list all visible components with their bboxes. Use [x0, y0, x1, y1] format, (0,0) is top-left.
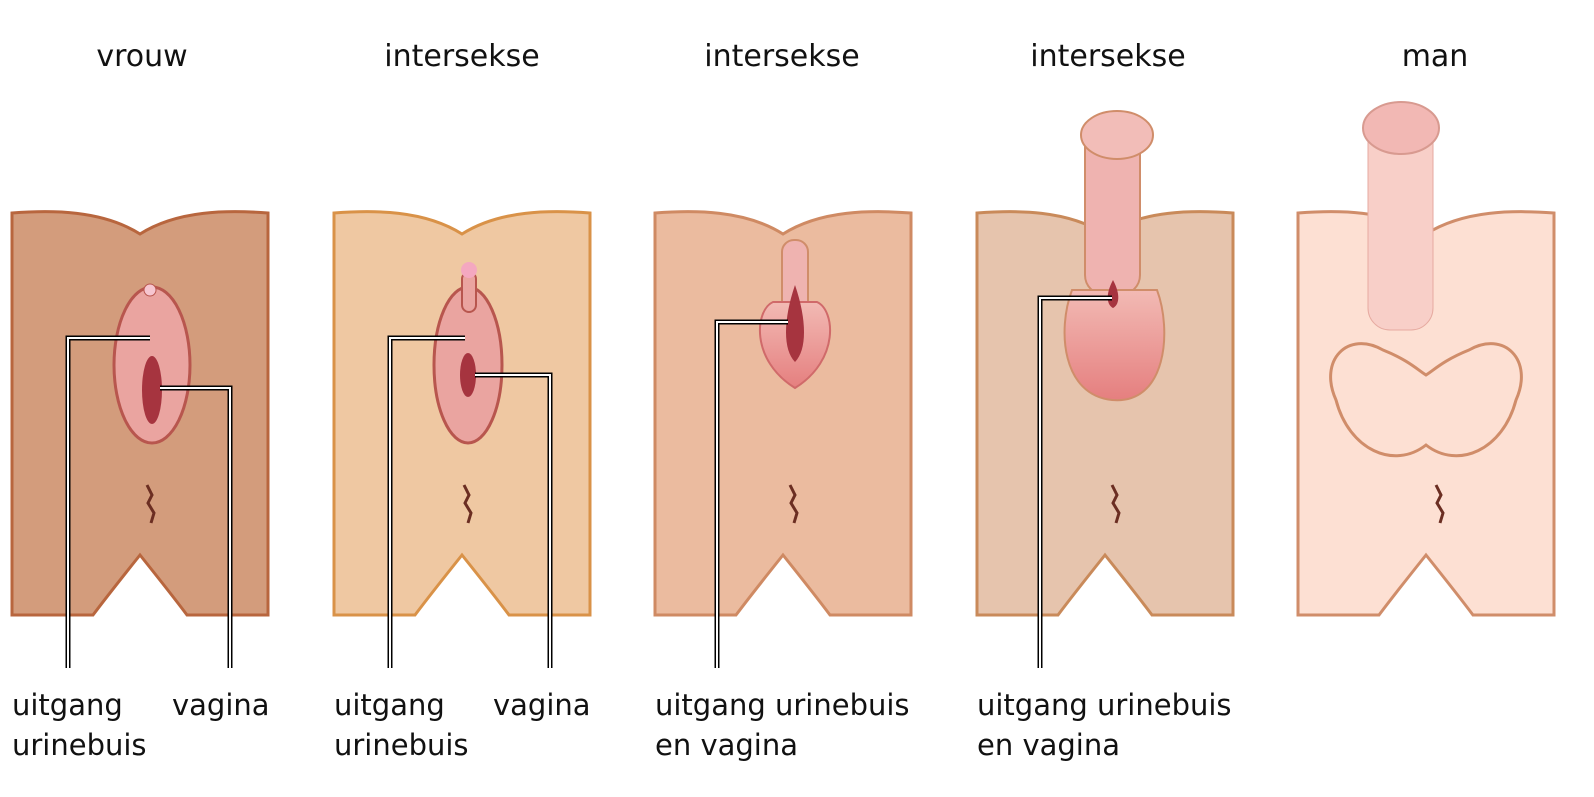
label-vagina: vagina — [493, 688, 591, 722]
urogenital-opening — [1107, 280, 1119, 308]
label-urinebuis: urinebuis — [12, 728, 147, 762]
label-urinebuis: urinebuis — [334, 728, 469, 762]
vagina-opening — [142, 356, 162, 424]
label-en-vagina: en vagina — [655, 728, 798, 762]
panel-vrouw — [10, 210, 270, 617]
scrotum — [1063, 289, 1166, 402]
panel-intersekse-1 — [332, 210, 592, 617]
title-intersekse-3: intersekse — [1030, 39, 1185, 74]
label-uitgang-urinebuis: uitgang urinebuis — [655, 688, 910, 722]
anus — [1434, 484, 1445, 524]
vagina-opening — [460, 353, 476, 397]
label-uitgang: uitgang — [334, 688, 445, 722]
panel-intersekse-2 — [653, 210, 913, 617]
anus — [145, 484, 156, 524]
anus — [462, 484, 473, 524]
clitoris — [143, 283, 157, 297]
leader-lines — [65, 295, 1112, 668]
anus — [788, 484, 799, 524]
title-intersekse-2: intersekse — [704, 39, 859, 74]
title-intersekse-1: intersekse — [384, 39, 539, 74]
anus — [1110, 484, 1121, 524]
panel-man — [1296, 101, 1556, 617]
title-man: man — [1402, 39, 1469, 74]
title-vrouw: vrouw — [96, 39, 187, 74]
enlarged-clitoris — [461, 262, 477, 278]
label-en-vagina: en vagina — [977, 728, 1120, 762]
panel-intersekse-3 — [975, 110, 1235, 617]
label-vagina: vagina — [172, 688, 270, 722]
scrotum — [1329, 342, 1523, 458]
label-uitgang-urinebuis: uitgang urinebuis — [977, 688, 1232, 722]
urogenital-opening — [786, 285, 804, 362]
label-uitgang: uitgang — [12, 688, 123, 722]
